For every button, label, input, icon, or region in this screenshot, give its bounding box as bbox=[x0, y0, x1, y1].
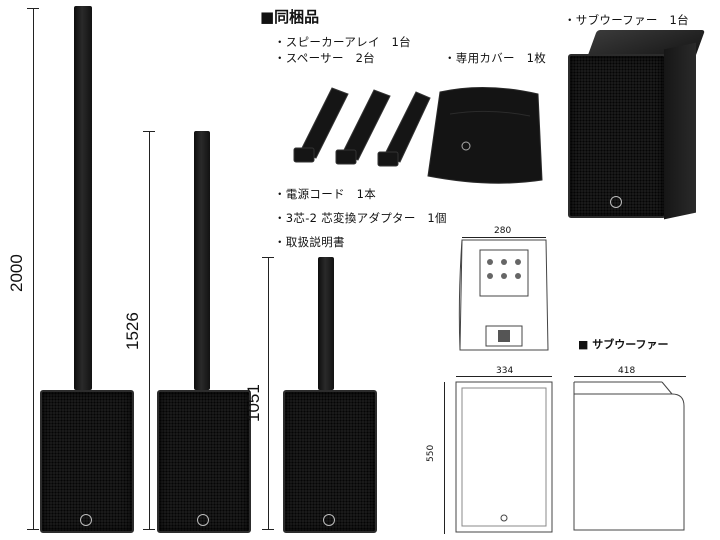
dimension-tick bbox=[262, 257, 274, 258]
dimension-tick bbox=[27, 529, 39, 530]
yamaha-logo-icon bbox=[197, 514, 209, 526]
array-column-tall bbox=[74, 6, 92, 390]
item-power-cord: ・電源コード 1本 bbox=[274, 187, 377, 201]
subwoofer-section-title: ■ サブウーファー bbox=[578, 338, 669, 351]
array-column-mid bbox=[194, 131, 210, 390]
rear-panel-drawing bbox=[458, 239, 549, 351]
subwoofer-front-grille bbox=[568, 54, 666, 218]
subwoofer-photo bbox=[566, 30, 706, 220]
dimension-line-1051 bbox=[268, 257, 269, 529]
subwoofer-unit bbox=[283, 390, 377, 533]
width-label-280: 280 bbox=[494, 226, 512, 236]
dimension-tick bbox=[262, 529, 274, 530]
dimension-tick bbox=[143, 529, 155, 530]
width-label-334: 334 bbox=[496, 366, 514, 376]
depth-label-418: 418 bbox=[618, 366, 636, 376]
dimension-line-2000 bbox=[33, 8, 34, 529]
yamaha-logo-icon bbox=[323, 514, 335, 526]
subwoofer-side bbox=[664, 42, 696, 220]
height-label-1051: 1051 bbox=[244, 384, 263, 422]
dimension-line-334 bbox=[456, 376, 552, 377]
item-spacer: ・スペーサー 2台 bbox=[274, 51, 375, 65]
subwoofer-unit bbox=[157, 390, 251, 533]
dimension-line-1526 bbox=[149, 131, 150, 529]
item-cover: ・専用カバー 1枚 bbox=[444, 51, 547, 65]
item-speaker-array: ・スピーカーアレイ 1台 bbox=[274, 35, 411, 49]
item-subwoofer: ・サブウーファー 1台 bbox=[564, 13, 689, 27]
contents-heading: ■同梱品 bbox=[260, 8, 320, 26]
spacers-photo bbox=[293, 87, 431, 167]
dimension-tick bbox=[143, 131, 155, 132]
yamaha-logo-icon bbox=[80, 514, 92, 526]
array-column-short bbox=[318, 257, 334, 390]
yamaha-logo-icon bbox=[610, 196, 622, 208]
dimension-line-550 bbox=[444, 382, 445, 534]
dimension-line-418 bbox=[574, 376, 686, 377]
dimension-line-280 bbox=[462, 237, 546, 238]
item-manual: ・取扱説明書 bbox=[274, 235, 345, 249]
subwoofer-side-drawing bbox=[573, 381, 685, 531]
height-label-2000: 2000 bbox=[7, 254, 26, 292]
item-adapter: ・3芯-2 芯変換アダプター 1個 bbox=[274, 211, 447, 225]
dimension-tick bbox=[27, 8, 39, 9]
subwoofer-unit bbox=[40, 390, 134, 533]
height-label-1526: 1526 bbox=[123, 312, 142, 350]
subwoofer-front-drawing bbox=[455, 381, 553, 533]
height-label-550: 550 bbox=[426, 444, 436, 462]
cover-photo bbox=[427, 87, 543, 184]
